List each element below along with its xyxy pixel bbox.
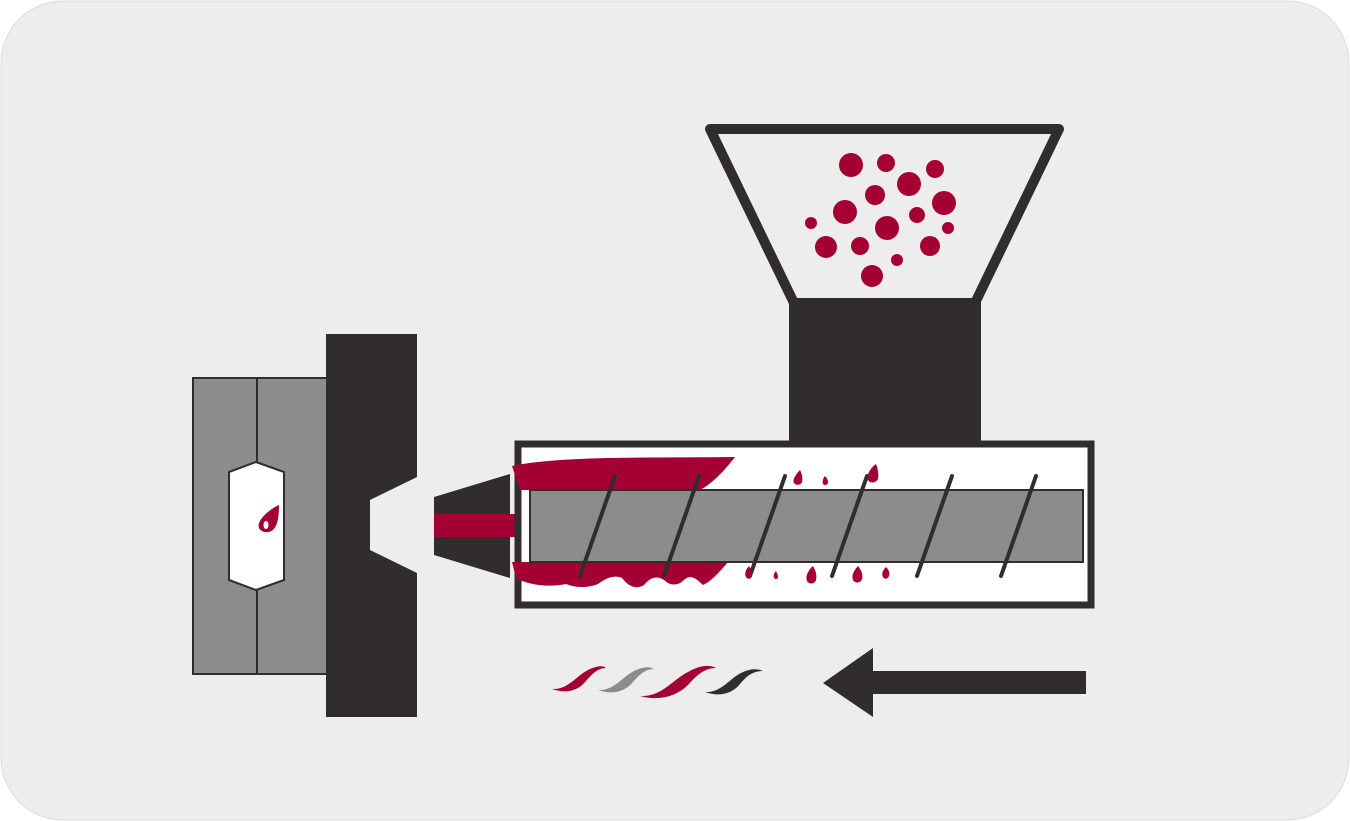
screw-flight [915,474,954,578]
droplet [773,571,778,580]
arrow-head [823,648,873,717]
arrow-shaft [870,671,1086,694]
injected-melt [434,514,536,537]
molten-plastic-top [512,457,735,490]
pellet [932,191,956,215]
flow-waves [552,665,763,699]
screw-flight [999,474,1038,578]
pellet [861,265,883,287]
mold [192,377,330,675]
flow-wave [640,665,716,699]
screw-shaft [529,489,1084,563]
flow-wave [705,669,763,695]
molten-plastic-bottom [512,562,728,588]
pellet [942,222,954,234]
droplet [867,464,879,483]
droplet [806,566,817,584]
screw-flights [578,474,1038,578]
flow-wave [598,667,654,693]
pellet [833,200,857,224]
flow-wave [552,666,606,692]
barrel [512,440,1095,609]
pellet [926,160,944,178]
pellet [815,236,837,258]
droplet [852,566,863,583]
melt-droplets [745,464,890,584]
nozzle [434,474,536,578]
direction-arrow [823,648,1086,717]
droplet [822,476,828,486]
pellet [877,154,895,172]
pellet [891,254,903,266]
pellet [920,236,940,256]
pellet [909,207,925,223]
fixed-platen [326,334,417,717]
pellet [897,172,921,196]
feed-throat [789,302,981,448]
pellet [805,217,817,229]
pellet [865,185,885,205]
hopper [705,124,1064,448]
screw-flight [662,474,701,578]
screw-flight [748,474,787,578]
screw-flight [578,474,617,578]
mold-cavity [228,460,285,592]
cavity-melt-highlight [263,521,269,529]
pellet [875,216,899,240]
screw-flight [830,474,869,578]
pellet [839,153,863,177]
droplet [745,566,752,579]
plastic-pellets [805,153,956,287]
pellet [851,237,869,255]
droplet [793,470,803,485]
droplet [882,567,890,579]
